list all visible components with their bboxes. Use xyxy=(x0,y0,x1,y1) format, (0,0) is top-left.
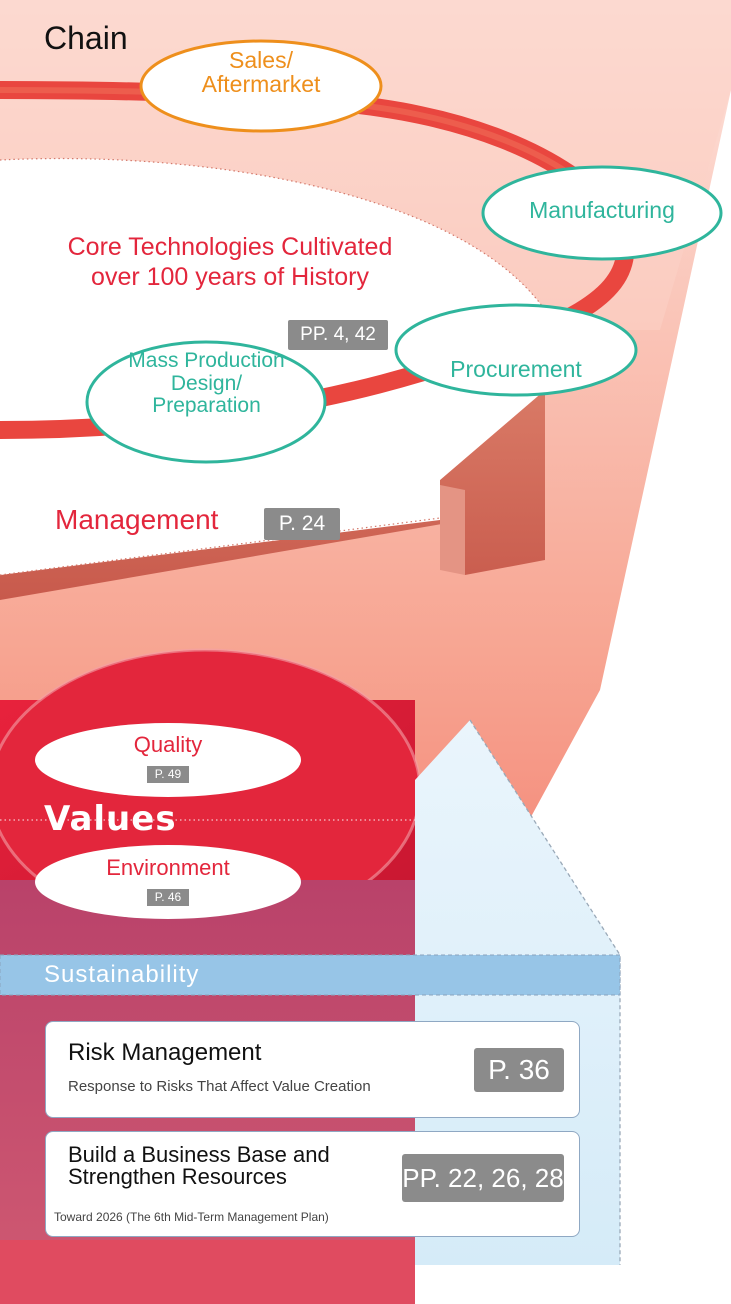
business-base-title: Build a Business Base and Strengthen Res… xyxy=(68,1142,330,1189)
business-base-subtitle: Toward 2026 (The 6th Mid-Term Management… xyxy=(54,1210,329,1224)
core-technologies-title: Core Technologies Cultivated over 100 ye… xyxy=(67,233,393,291)
manufacturing-node[interactable]: Manufacturing xyxy=(529,197,675,223)
environment-page-ref[interactable]: P. 46 xyxy=(147,889,189,906)
quality-ellipse xyxy=(35,723,301,797)
mass-production-node[interactable]: Mass Production Design/ Preparation xyxy=(128,349,285,418)
quality-label: Quality xyxy=(133,732,203,757)
chain-title: Chain xyxy=(44,20,128,56)
management-label: Management xyxy=(55,504,219,535)
values-title: Values xyxy=(44,799,177,839)
business-base-card[interactable]: Build a Business Base and Strengthen Res… xyxy=(45,1131,580,1237)
core-technologies-page-ref[interactable]: PP. 4, 42 xyxy=(288,320,388,350)
environment-ellipse xyxy=(35,845,301,919)
business-base-page-ref[interactable]: PP. 22, 26, 28 xyxy=(402,1154,564,1202)
risk-management-page-ref[interactable]: P. 36 xyxy=(474,1048,564,1092)
environment-label: Environment xyxy=(106,855,230,880)
risk-management-subtitle: Response to Risks That Affect Value Crea… xyxy=(68,1078,371,1095)
procurement-node[interactable]: Procurement xyxy=(450,356,582,382)
quality-page-ref[interactable]: P. 49 xyxy=(147,766,189,783)
sales-aftermarket-node[interactable]: Sales/ Aftermarket xyxy=(201,47,321,98)
mass-production-node-ellipse xyxy=(85,340,327,464)
manufacturing-node-ellipse xyxy=(481,165,723,261)
sustainability-header: Sustainability xyxy=(44,961,200,988)
management-page-ref[interactable]: P. 24 xyxy=(264,508,340,540)
risk-management-card[interactable]: Risk Management Response to Risks That A… xyxy=(45,1021,580,1118)
risk-management-title: Risk Management xyxy=(68,1039,262,1066)
procurement-node-ellipse xyxy=(394,303,638,397)
sales-node-ellipse xyxy=(139,39,383,133)
